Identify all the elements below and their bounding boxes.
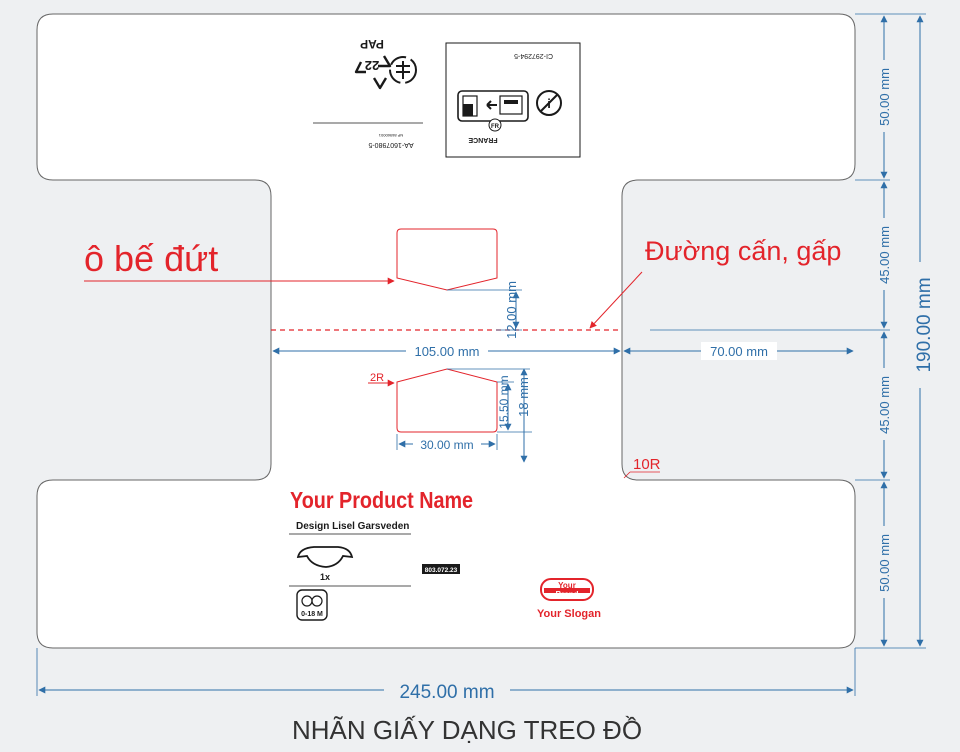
quantity-label: 1x (320, 572, 330, 582)
middle-width-label: 105.00 mm (414, 344, 479, 359)
hang-hole-cutout (396, 368, 498, 433)
lower-mid-height-label: 45.00 mm (877, 376, 892, 434)
bottom-panel-artwork: Your Product Name Design Lisel Garsveden… (289, 488, 601, 621)
pap-text: PAP (360, 37, 384, 51)
hanger-icon (296, 546, 354, 568)
hole-inner-height-label: 15.50 mm (497, 375, 511, 428)
fold-line-annotation: Đường cấn, gấp (645, 236, 841, 266)
upper-mid-height-label: 45.00 mm (877, 226, 892, 284)
product-code: 803.072.23 (425, 567, 458, 574)
brand-line-2: Brand (555, 590, 578, 599)
brand-line-1: Your (558, 581, 576, 590)
top-panel-artwork: 22 PAP AA-1607980-5 NP 86960001 CI-29729… (313, 37, 581, 158)
age-badge-icon (296, 589, 328, 621)
fr-badge: FR (491, 124, 500, 130)
radius-2r-label: 2R (370, 372, 384, 384)
hole-outer-height-label: 18 mm (516, 377, 531, 417)
product-code-badge (422, 564, 460, 574)
slogan: Your Slogan (537, 608, 601, 620)
recycle-paper-icon (389, 56, 417, 84)
small-code: NP 86960001 (378, 133, 403, 138)
tag-outline (36, 13, 856, 649)
radius-10r-label: 10R (633, 456, 661, 473)
total-height-label: 190.00 mm (914, 277, 935, 372)
hole-width-label: 30.00 mm (420, 438, 473, 452)
warning-code: CI-297294-5 (514, 52, 553, 59)
total-width-label: 245.00 mm (399, 682, 494, 703)
page-title: NHÃN GIẤY DẠNG TREO ĐỒ (292, 715, 642, 745)
hanger-notch-cutout (396, 228, 498, 291)
right-width-label: 70.00 mm (710, 344, 768, 359)
designer-line: Design Lisel Garsveden (296, 521, 409, 532)
pap-number: 22 (365, 58, 379, 73)
info-triangle-icon: i (536, 90, 562, 116)
article-code: AA-1607980-5 (368, 141, 413, 148)
svg-text:i: i (547, 96, 551, 111)
age-range-label: 0-18 M (301, 611, 323, 618)
product-name: Your Product Name (290, 488, 473, 514)
die-cut-annotation: ô bế đứt (84, 238, 218, 279)
notch-height-label: 12.00 mm (504, 281, 519, 339)
country-label: FRANCE (468, 136, 497, 143)
top-height-label: 50.00 mm (877, 68, 892, 126)
bottom-height-label: 50.00 mm (877, 534, 892, 592)
